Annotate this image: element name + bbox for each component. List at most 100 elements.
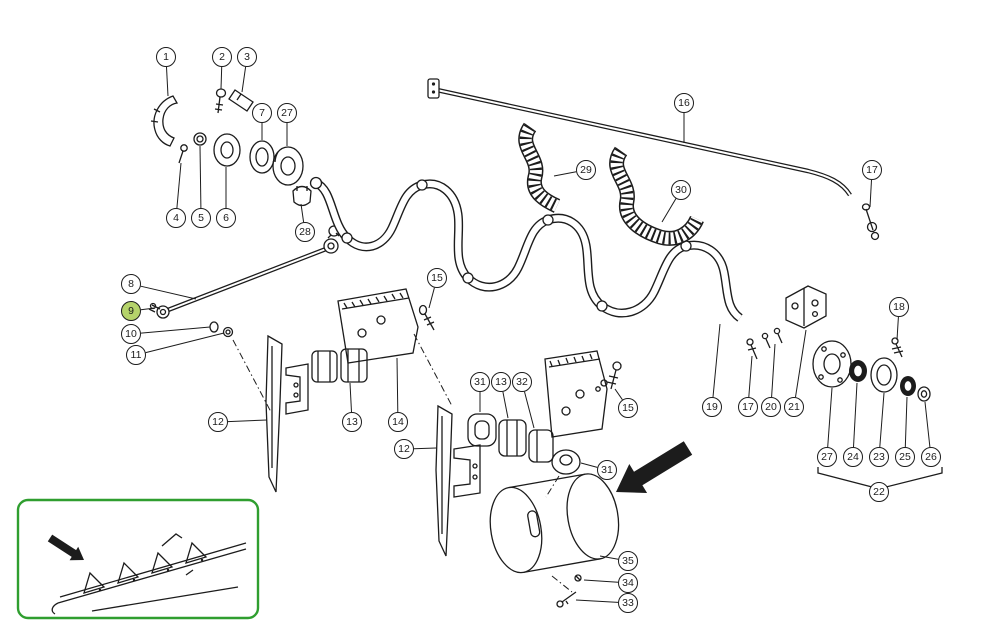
- corrugated-hose-30: [609, 146, 704, 246]
- pin-part-3: [228, 89, 254, 112]
- callout-15[interactable]: 15: [427, 268, 447, 288]
- bearing-24: [849, 360, 867, 382]
- callout-33[interactable]: 33: [618, 593, 638, 613]
- callout-8[interactable]: 8: [121, 274, 141, 294]
- callout-number: 9: [128, 305, 134, 317]
- leader-line-2: [220, 66, 223, 90]
- leader-line-13: [349, 382, 352, 413]
- inset-arrow: [47, 534, 84, 561]
- callout-31[interactable]: 31: [470, 372, 490, 392]
- callout-number: 31: [474, 376, 486, 388]
- callout-18[interactable]: 18: [889, 297, 909, 317]
- leader-line-9: [140, 307, 156, 311]
- callout-19[interactable]: 19: [702, 397, 722, 417]
- callout-number: 13: [495, 376, 507, 388]
- pointer-arrow: [616, 441, 693, 493]
- callout-4[interactable]: 4: [166, 208, 186, 228]
- leader-line-12: [227, 419, 268, 423]
- mount-plate-14: [337, 288, 419, 364]
- callout-number: 31: [601, 464, 613, 476]
- callout-17[interactable]: 17: [862, 160, 882, 180]
- callout-14[interactable]: 14: [388, 412, 408, 432]
- callout-20[interactable]: 20: [761, 397, 781, 417]
- housing-ring-23: [870, 357, 898, 393]
- group-brace-22: [817, 467, 943, 488]
- leader-line-1: [166, 66, 169, 97]
- screws-33-34: [551, 574, 582, 608]
- callout-number: 18: [893, 301, 905, 313]
- callout-24[interactable]: 24: [843, 447, 863, 467]
- callout-27[interactable]: 27: [817, 447, 837, 467]
- corrugated-hose-29: [518, 122, 561, 213]
- callout-number: 6: [223, 212, 229, 224]
- callout-32[interactable]: 32: [512, 372, 532, 392]
- callout-11[interactable]: 11: [126, 345, 146, 365]
- leader-line-29: [553, 171, 577, 177]
- leader-line-11: [145, 332, 225, 354]
- callout-27[interactable]: 27: [277, 103, 297, 123]
- leader-line-21: [795, 329, 807, 398]
- callout-17[interactable]: 17: [738, 397, 758, 417]
- callout-12[interactable]: 12: [208, 412, 228, 432]
- callout-21[interactable]: 21: [784, 397, 804, 417]
- screw-17b: [746, 338, 758, 360]
- leader-line-24: [853, 382, 858, 448]
- leader-line-14: [396, 357, 399, 413]
- leader-line-5: [199, 145, 202, 209]
- callout-25[interactable]: 25: [895, 447, 915, 467]
- leader-line-26: [924, 401, 931, 448]
- callout-22[interactable]: 22: [869, 482, 889, 502]
- leader-line-31: [580, 462, 598, 468]
- bolt-18: [891, 337, 904, 358]
- callout-number: 14: [392, 416, 404, 428]
- callout-6[interactable]: 6: [216, 208, 236, 228]
- callout-12[interactable]: 12: [394, 439, 414, 459]
- tie-rod-assembly: [148, 225, 340, 413]
- callout-number: 3: [244, 51, 250, 63]
- callout-number: 29: [580, 164, 592, 176]
- seal-25: [900, 376, 916, 396]
- callout-10[interactable]: 10: [121, 324, 141, 344]
- callout-number: 21: [788, 401, 800, 413]
- leader-line-10: [140, 326, 211, 334]
- callout-number: 11: [130, 349, 142, 361]
- leader-line-12: [413, 447, 437, 450]
- leader-line-19: [712, 323, 721, 398]
- callout-29[interactable]: 29: [576, 160, 596, 180]
- callout-1[interactable]: 1: [156, 47, 176, 67]
- callout-16[interactable]: 16: [674, 93, 694, 113]
- callout-13[interactable]: 13: [491, 372, 511, 392]
- callout-15[interactable]: 15: [618, 398, 638, 418]
- bearing-part-27: [272, 146, 304, 186]
- callout-2[interactable]: 2: [212, 47, 232, 67]
- leader-line-32: [524, 391, 535, 429]
- callout-30[interactable]: 30: [671, 180, 691, 200]
- callout-35[interactable]: 35: [618, 551, 638, 571]
- callout-number: 16: [678, 97, 690, 109]
- callout-7[interactable]: 7: [252, 103, 272, 123]
- callout-5[interactable]: 5: [191, 208, 211, 228]
- callout-3[interactable]: 3: [237, 47, 257, 67]
- callout-number: 19: [706, 401, 718, 413]
- callout-number: 7: [259, 107, 265, 119]
- leader-line-3: [241, 66, 247, 93]
- callout-26[interactable]: 26: [921, 447, 941, 467]
- callout-number: 25: [899, 451, 911, 463]
- support-rod-16: [427, 78, 852, 197]
- knife-blade-left: [265, 334, 283, 493]
- callout-28[interactable]: 28: [295, 222, 315, 242]
- callout-34[interactable]: 34: [618, 573, 638, 593]
- callout-23[interactable]: 23: [869, 447, 889, 467]
- callout-13[interactable]: 13: [342, 412, 362, 432]
- callout-number: 2: [219, 51, 225, 63]
- callout-number: 24: [847, 451, 859, 463]
- callout-31[interactable]: 31: [597, 460, 617, 480]
- callout-number: 4: [173, 212, 179, 224]
- clamp-part-28: [292, 185, 312, 207]
- mount-bracket-21: [785, 285, 827, 329]
- callout-9[interactable]: 9: [121, 301, 141, 321]
